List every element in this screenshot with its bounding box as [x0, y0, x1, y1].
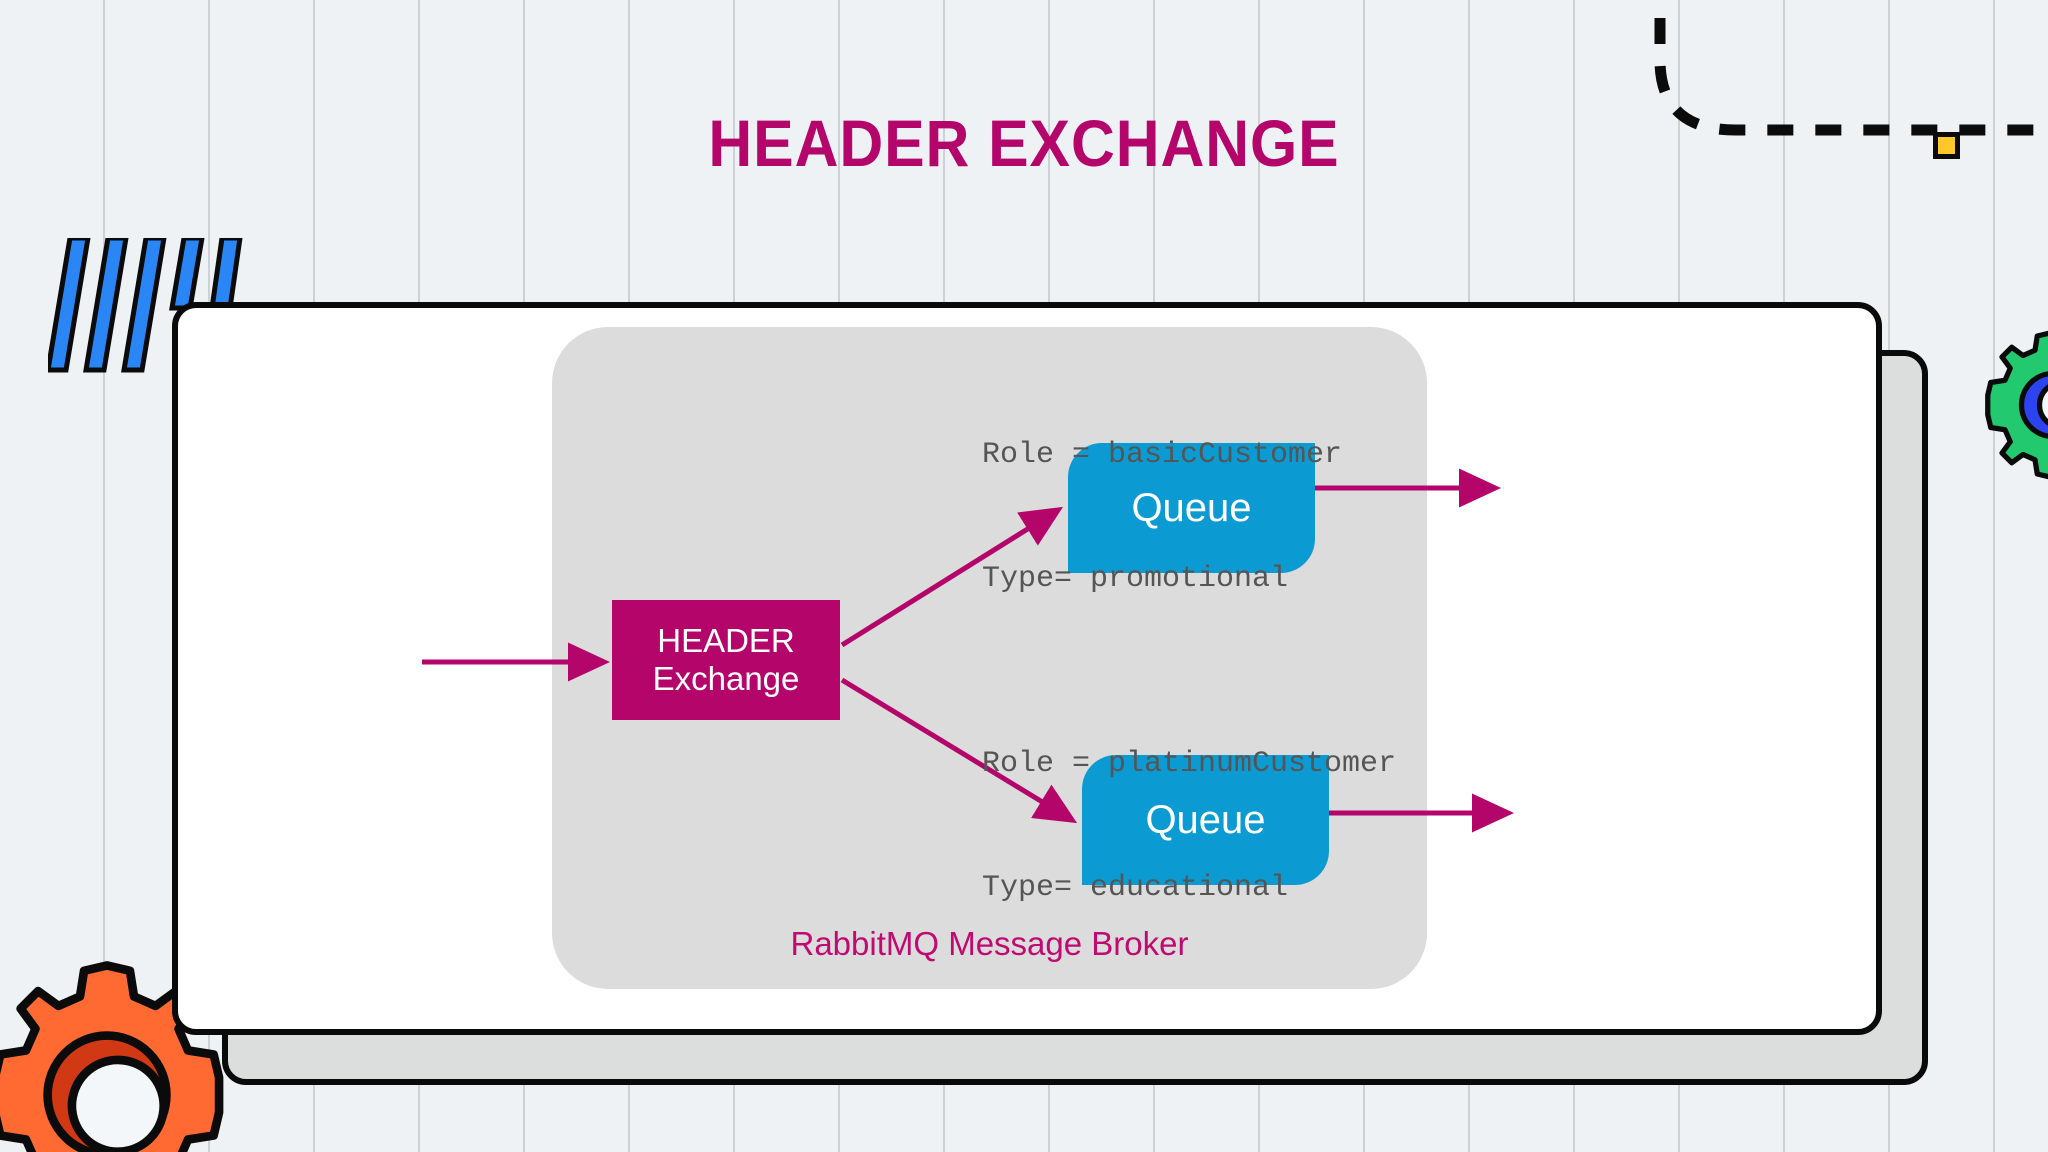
- binding-role-top: Role = basicCustomer: [982, 437, 1343, 472]
- queue-box-bottom[interactable]: Queue: [1082, 755, 1329, 885]
- queue-box-top[interactable]: Queue: [1068, 443, 1315, 573]
- gear-icon-green: [1985, 330, 2048, 480]
- page-title: HEADER EXCHANGE: [708, 106, 1340, 180]
- binding-type-top: Type= promotional: [982, 561, 1289, 596]
- exchange-title: HEADER: [657, 621, 795, 659]
- binding-label-bottom: Role = platinumCustomer Type= educationa…: [982, 661, 1396, 992]
- binding-role-bottom: Role = platinumCustomer: [982, 746, 1397, 781]
- queue-label: Queue: [1131, 485, 1252, 530]
- yellow-square-decoration: [1933, 132, 1960, 159]
- dashed-path-decoration: [1654, 0, 2048, 136]
- binding-type-bottom: Type= educational: [982, 870, 1289, 905]
- blue-slashes-decoration: [48, 238, 243, 373]
- header-exchange-box[interactable]: HEADER Exchange: [612, 600, 840, 720]
- binding-label-top: Role = basicCustomer Type= promotional: [982, 352, 1342, 683]
- queue-label: Queue: [1145, 797, 1266, 842]
- exchange-subtitle: Exchange: [652, 660, 800, 697]
- broker-label: RabbitMQ Message Broker: [790, 925, 1189, 962]
